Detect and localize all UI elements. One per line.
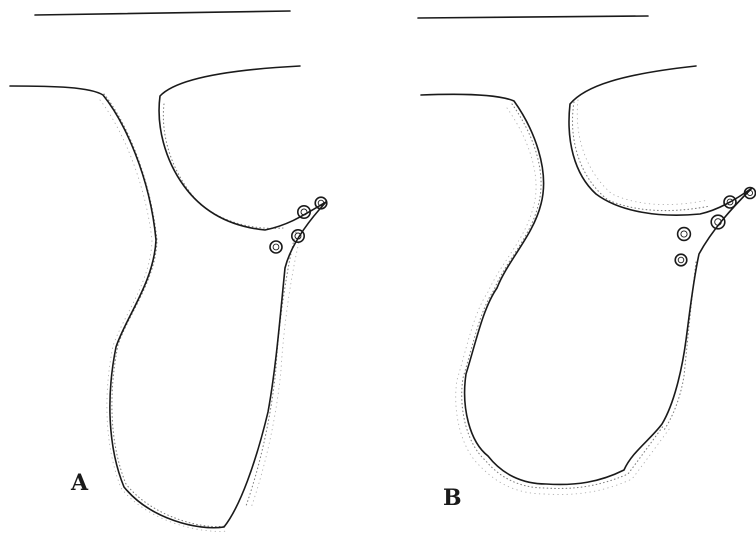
panel-a-cavity-outline [10,66,326,528]
panel-a-left-shading [104,94,226,527]
panel-a-label: A [70,470,89,496]
panel-a-left-shading-outer [100,100,228,531]
panel-a-lobe-shading [163,104,283,228]
panel-b-right-shading [664,262,696,430]
panel-b-cavity-outline [421,66,752,484]
panel-b-top-surface-line [418,16,648,18]
panel-b-pore-4 [678,228,691,241]
panel-a: A [10,11,327,531]
panel-a-top-surface-line [35,11,290,15]
panel-a-pore-group [270,197,327,253]
panel-b: B [418,16,756,511]
panel-b-label: B [443,485,462,511]
panel-b-lobe-shading-outer [577,100,708,205]
panel-a-pore-4 [270,241,282,253]
panel-b-pore-5 [675,254,687,266]
panel-b-pore-group [675,188,755,266]
panel-a-pore-3 [292,230,304,242]
panel-b-lobe-shading [572,102,710,211]
